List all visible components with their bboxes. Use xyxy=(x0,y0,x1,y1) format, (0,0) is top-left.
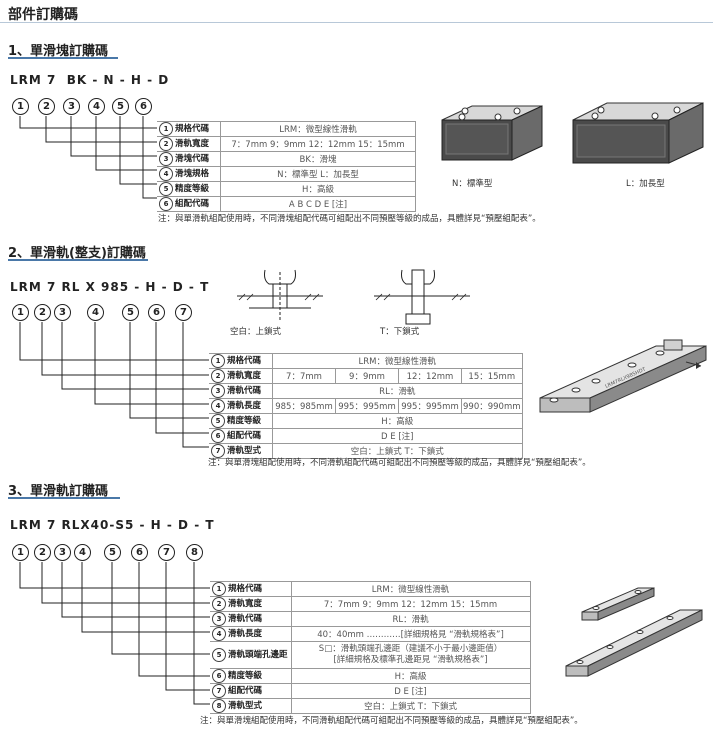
section-3-title: 3、單滑軌訂購碼 xyxy=(8,484,109,499)
long-slider-image xyxy=(572,102,704,164)
top-lock-diagram xyxy=(237,269,323,322)
page-title: 部件訂購碼 xyxy=(8,7,78,23)
circle-2: 2 xyxy=(34,544,51,561)
circle-2: 2 xyxy=(34,304,51,321)
circle-7: 7 xyxy=(175,304,192,321)
section-3-order-code: LRM 7 RLX40-S5 - H - D - T xyxy=(10,518,215,532)
title-divider xyxy=(0,22,713,23)
circle-1: 1 xyxy=(12,304,29,321)
circle-7: 7 xyxy=(158,544,175,561)
circle-6: 6 xyxy=(131,544,148,561)
standard-slider-image xyxy=(441,105,543,161)
long-rail-image xyxy=(565,609,703,677)
circle-1: 1 xyxy=(12,544,29,561)
circle-4: 4 xyxy=(74,544,91,561)
circle-1: 1 xyxy=(12,98,29,115)
top-lock-caption: 空白：上鎖式 xyxy=(230,327,282,337)
section-2-underline xyxy=(8,259,148,261)
circle-8: 8 xyxy=(186,544,203,561)
circle-2: 2 xyxy=(38,98,55,115)
section-3-note: 注：與單滑塊組配使用時，不同滑軌組配代碼可組配出不同預壓等級的成品，具體詳見“預… xyxy=(200,716,583,726)
circle-3: 3 xyxy=(54,544,71,561)
section-1-note: 注：與單滑軌組配使用時，不同滑塊組配代碼可組配出不同預壓等級的成品，具體詳見“預… xyxy=(158,214,541,224)
short-rail-image xyxy=(581,587,655,621)
long-type-caption: L：加長型 xyxy=(626,179,665,189)
circle-5: 5 xyxy=(122,304,139,321)
section-2-title: 2、單滑軌(整支)訂購碼 xyxy=(8,246,146,261)
circle-3: 3 xyxy=(54,304,71,321)
circle-6: 6 xyxy=(148,304,165,321)
standard-type-caption: N：標準型 xyxy=(452,179,493,189)
section-1-title: 1、單滑塊訂購碼 xyxy=(8,44,109,59)
section-3-underline xyxy=(8,497,120,499)
circle-5: 5 xyxy=(112,98,129,115)
bottom-lock-caption: T：下鎖式 xyxy=(380,327,420,337)
circle-5: 5 xyxy=(104,544,121,561)
full-rail-image: LRM7RLX985HDT xyxy=(539,339,707,413)
section-1-order-code: LRM 7 BK - N - H - D xyxy=(10,73,170,87)
circle-4: 4 xyxy=(87,304,104,321)
section-2-order-code: LRM 7 RL X 985 - H - D - T xyxy=(10,280,210,294)
section-1-underline xyxy=(8,57,118,59)
circle-3: 3 xyxy=(63,98,80,115)
circle-4: 4 xyxy=(88,98,105,115)
section-2-note: 注：與單滑塊組配使用時，不同滑軌組配代碼可組配出不同預壓等級的成品，具體詳見“預… xyxy=(208,458,591,468)
bottom-lock-diagram xyxy=(374,269,470,325)
circle-6: 6 xyxy=(135,98,152,115)
